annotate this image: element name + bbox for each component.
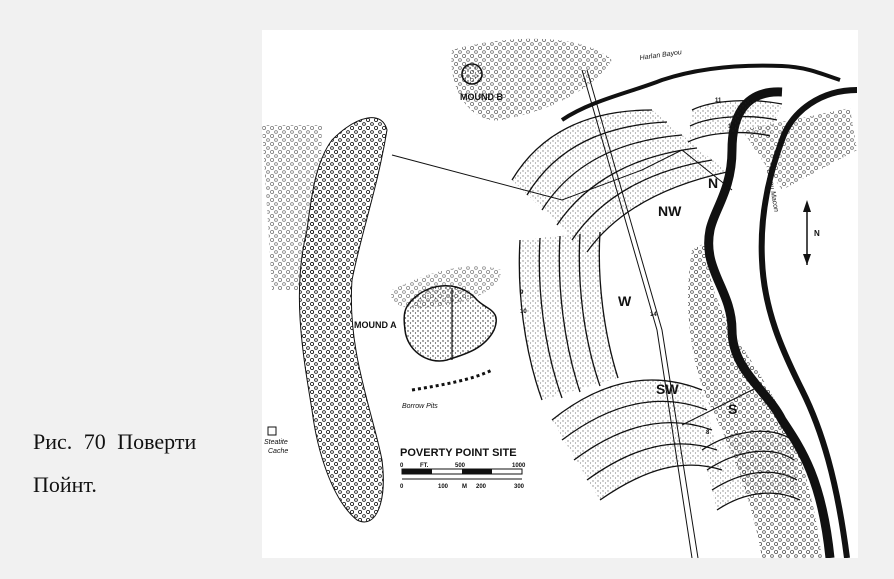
poverty-point-site-map: MOUND B MOUND A Borrow Pits Steatite Cac…	[262, 30, 858, 558]
scale-m-label: M	[462, 484, 467, 490]
steatite-label-1: Steatite	[264, 439, 288, 446]
sector-label-w: W	[618, 293, 632, 309]
north-arrow	[803, 200, 811, 265]
scale-m-tick-3: 300	[514, 484, 525, 490]
sector-label-n: N	[708, 175, 718, 191]
caption-line-1: Рис. 70 Поверти	[33, 429, 197, 454]
mound-b-label: MOUND B	[460, 92, 503, 102]
north-arrow-label: N	[814, 229, 820, 238]
scale-ft-tick-1: 500	[455, 463, 466, 469]
scale-m-tick-1: 100	[438, 484, 449, 490]
sector-label-s: S	[728, 401, 737, 417]
harlan-bayou-label: Harlan Bayou	[639, 49, 682, 62]
mound-a-label: MOUND A	[354, 320, 397, 330]
scale-bar	[401, 468, 523, 480]
feature-number: 9	[520, 290, 524, 296]
borrow-pits-label: Borrow Pits	[402, 403, 438, 410]
sector-label-sw: SW	[656, 381, 679, 397]
caption-line-2: Пойнт.	[33, 472, 97, 497]
feature-number: 14	[650, 312, 657, 318]
figure-caption: Рис. 70 Поверти Пойнт.	[33, 420, 243, 506]
scale-ft-label: FT.	[420, 463, 429, 469]
mound-b	[461, 63, 483, 85]
scale-ft-tick-2: 1000	[512, 463, 526, 469]
feature-number: 11	[715, 98, 722, 104]
feature-number: 10	[520, 309, 527, 315]
harlan-bayou	[560, 63, 841, 122]
feature-number: 13	[728, 124, 735, 130]
roads	[391, 69, 763, 558]
scale-m-tick-0: 0	[400, 484, 404, 490]
feature-number: 8	[706, 430, 710, 436]
mound-a	[403, 285, 497, 362]
steatite-label-2: Cache	[268, 448, 288, 455]
scale-m-tick-2: 200	[476, 484, 487, 490]
sector-label-nw: NW	[658, 203, 682, 219]
scale-ft-tick-0: 0	[400, 463, 404, 469]
poverty-point-title: POVERTY POINT SITE	[400, 447, 517, 459]
